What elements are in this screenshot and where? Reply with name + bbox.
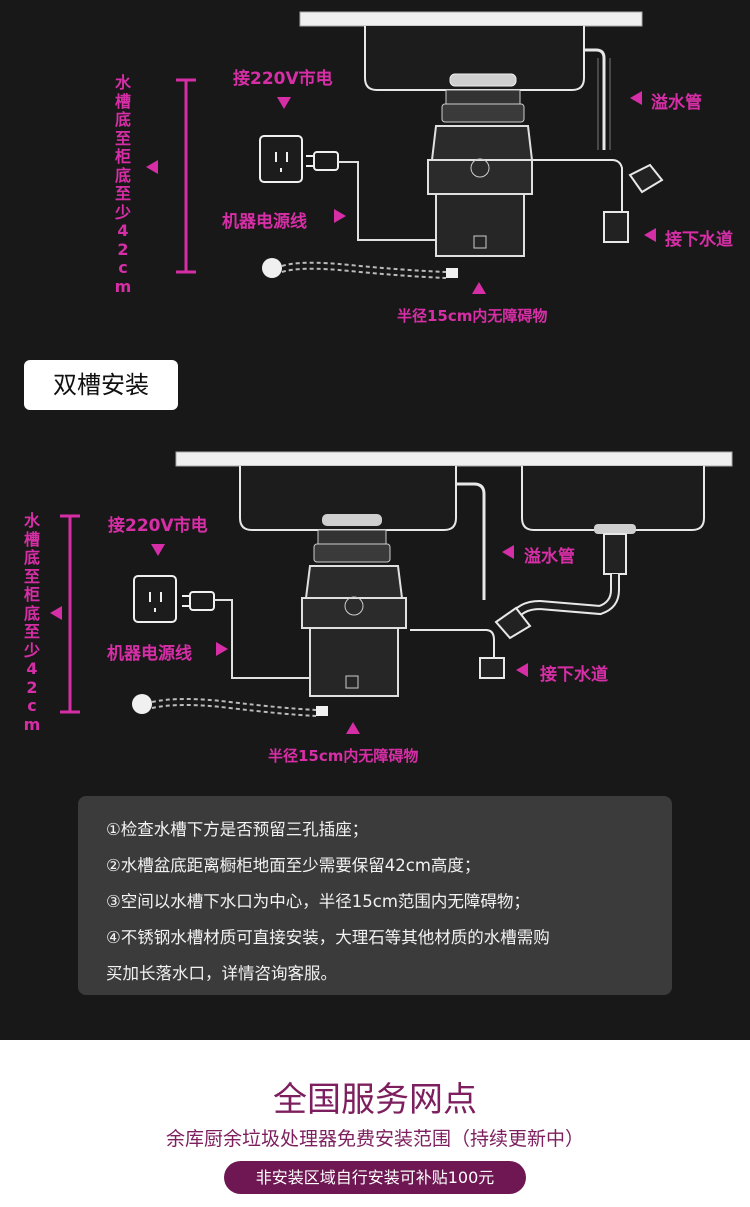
air-switch [132, 694, 152, 714]
double-sink-drawing [60, 451, 733, 717]
footer-subtitle: 余库厨余垃圾处理器免费安装范围（持续更新中） [165, 1128, 584, 1150]
footer-title: 全国服务网点 [273, 1080, 477, 1120]
power-arrow [151, 544, 165, 556]
note-item: ①检查水槽下方是否预留三孔插座； [106, 820, 369, 839]
overflow-pipe [584, 48, 606, 150]
air-hose [151, 698, 317, 711]
clearance-arrow [346, 722, 360, 734]
note-item: ④不锈钢水槽材质可直接安装，大理石等其他材质的水槽需购 [106, 928, 550, 947]
note-item: ②水槽盆底距离橱柜地面至少需要保留42cm高度； [106, 856, 481, 875]
note-item: ③空间以水槽下水口为中心，半径15cm范围内无障碍物； [106, 892, 530, 911]
overflow-pipe [456, 482, 486, 600]
countertop [299, 11, 643, 27]
double-sink-tag: 双槽安装 [24, 360, 178, 410]
drain-arrow [644, 228, 656, 242]
double-sink-diagram: 水槽底至柜底至少42cm 接220V市电 机器电源线 溢水管 接下水道 半径15… [0, 440, 750, 780]
note-item: 买加长落水口，详情咨询客服。 [106, 964, 337, 983]
height-arrow [146, 160, 158, 174]
height-arrow [50, 606, 62, 620]
wall-outlet [259, 135, 303, 183]
install-notes: ①检查水槽下方是否预留三孔插座； ②水槽盆底距离橱柜地面至少需要保留42cm高度… [78, 796, 672, 995]
clearance-label: 半径15cm内无障碍物 [268, 747, 419, 765]
power-cord [214, 599, 310, 679]
overflow-label: 溢水管 [651, 93, 702, 113]
cord-arrow [216, 642, 228, 656]
plug [189, 591, 215, 611]
disposer-body [304, 565, 404, 599]
height-bracket [60, 514, 80, 714]
single-sink-diagram: 水槽底至柜底至少42cm 接220V市电 机器电源线 溢水管 接下水道 半径15… [0, 0, 750, 340]
power-arrow [277, 97, 291, 109]
power-cord [338, 161, 436, 241]
drain-label: 接下水道 [665, 230, 733, 250]
height-bracket [176, 78, 196, 274]
disposer-body [430, 125, 534, 161]
drain-tee [410, 629, 495, 660]
right-sink-bowl [521, 466, 705, 531]
sink-flange [322, 514, 382, 526]
overflow-arrow [630, 91, 642, 105]
drain-arrow [516, 663, 528, 677]
air-switch [262, 258, 282, 278]
air-hose [281, 261, 447, 273]
overflow-label: 溢水管 [524, 547, 575, 567]
height-note: 水槽底至柜底至少42cm [23, 511, 41, 734]
countertop [175, 451, 733, 467]
drain-label: 接下水道 [540, 665, 608, 685]
power-label: 接220V市电 [233, 69, 333, 89]
wall-outlet [133, 575, 177, 623]
cord-label: 机器电源线 [222, 212, 307, 232]
drain-tee [530, 159, 623, 212]
clearance-arrow [472, 282, 486, 294]
clearance-label: 半径15cm内无障碍物 [397, 307, 548, 325]
cord-label: 机器电源线 [107, 644, 192, 664]
plug [313, 151, 339, 171]
height-note: 水槽底至柜底至少42cm [114, 73, 132, 296]
cord-arrow [334, 209, 346, 223]
power-label: 接220V市电 [108, 516, 208, 536]
subsidy-badge: 非安装区域自行安装可补贴100元 [224, 1161, 526, 1194]
sink-flange [449, 73, 517, 87]
overflow-arrow [502, 545, 514, 559]
single-sink-drawing [176, 11, 664, 279]
